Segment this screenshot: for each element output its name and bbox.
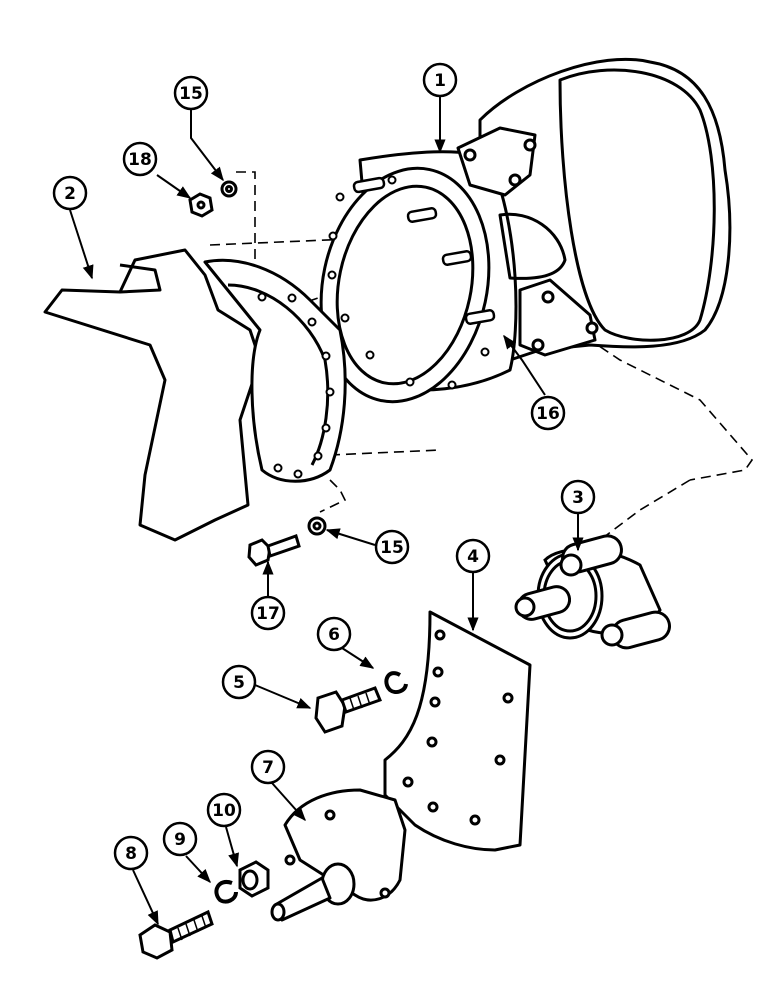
part-bolt-17 [247,534,301,567]
part-casting [43,248,347,542]
part-mounting-plate [383,610,532,852]
callout-15-upper-label: 15 [179,84,203,104]
callout-15-lower: 15 [374,529,410,565]
housing-studs [352,176,496,325]
callout-15-upper: 15 [173,75,209,111]
callout-7-label: 7 [262,758,274,778]
callout-1-label: 1 [434,71,446,91]
callout-16-label: 16 [536,404,560,424]
callout-10-label: 10 [212,801,236,821]
callout-8-label: 8 [125,844,137,864]
part-bolt-5 [314,686,382,734]
callout-8: 8 [113,835,149,871]
callout-5-label: 5 [233,673,245,693]
callout-4: 4 [455,538,491,574]
callout-9-label: 9 [174,830,186,850]
callout-1: 1 [422,62,458,98]
part-flange-shaft [270,788,407,922]
callout-17: 17 [250,595,286,631]
callout-6-label: 6 [328,625,340,645]
callout-4-label: 4 [467,547,479,567]
leader-lines [69,97,584,926]
part-washer-15-lower [307,516,327,536]
part-nut-18 [188,192,214,218]
casting-flange-holes [257,292,335,479]
housing-flange-holes [327,175,490,390]
callout-2: 2 [52,175,88,211]
callout-15-lower-label: 15 [380,538,404,558]
callout-16: 16 [530,395,566,431]
callout-18: 18 [122,141,158,177]
part-lock-washer-9 [214,879,238,904]
callout-17-label: 17 [256,604,280,624]
callout-5: 5 [221,664,257,700]
part-lock-washer-6 [384,671,408,694]
callout-7: 7 [250,749,286,785]
callout-18-label: 18 [128,150,152,170]
callout-6: 6 [316,616,352,652]
part-clamp-bracket [514,534,671,650]
part-housing [319,57,732,404]
callout-2-label: 2 [64,184,76,204]
callout-3-label: 3 [572,488,584,508]
part-nut-10 [238,860,270,898]
part-washer-15-upper [220,180,238,198]
callout-9: 9 [162,821,198,857]
callouts: 1 2 3 4 5 6 7 8 [52,62,596,871]
part-bolt-8 [138,909,214,960]
callout-10: 10 [206,792,242,828]
callout-3: 3 [560,479,596,515]
